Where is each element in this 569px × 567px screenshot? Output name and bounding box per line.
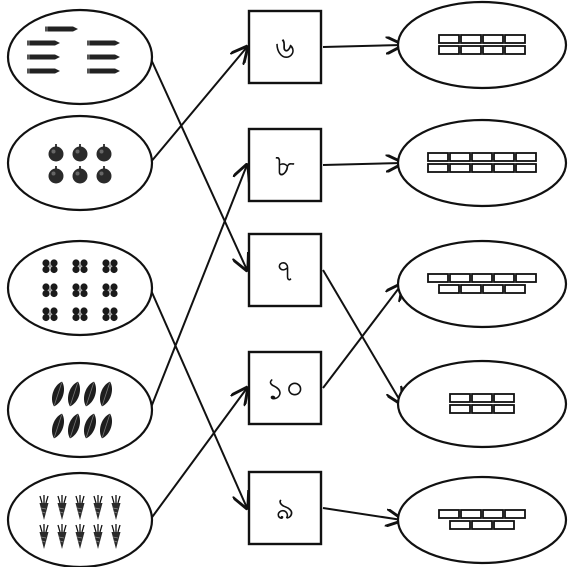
brick-icon	[449, 393, 471, 403]
brick-icon	[482, 45, 504, 55]
brick-icon	[460, 509, 482, 519]
right-group-oval	[396, 118, 568, 208]
brick-icon	[504, 284, 526, 294]
match-arrow	[149, 56, 247, 270]
brick-icon	[493, 152, 515, 162]
pencil-icon	[87, 54, 120, 60]
brick-icon	[515, 273, 537, 283]
brick-icon	[493, 404, 515, 414]
brick-icon	[449, 273, 471, 283]
pencil-icon	[87, 68, 120, 74]
brick-icon	[427, 152, 449, 162]
match-arrow	[322, 163, 402, 165]
brick-icon	[471, 152, 493, 162]
brick-icon	[449, 163, 471, 173]
brick-icon	[427, 273, 449, 283]
left-group-oval	[6, 471, 154, 567]
right-group-oval	[396, 0, 568, 90]
number-label: ৯	[275, 492, 294, 527]
brick-icon	[482, 284, 504, 294]
brick-icon	[493, 273, 515, 283]
match-arrow	[149, 47, 247, 164]
match-arrow	[149, 287, 247, 508]
brick-icon	[515, 163, 537, 173]
brick-icon	[449, 520, 471, 530]
brick-icon	[493, 393, 515, 403]
left-group-oval	[6, 114, 154, 212]
brick-icon	[504, 45, 526, 55]
brick-icon	[471, 404, 493, 414]
number-boxes: ৬ ৮ ৭ ১০ ৯	[247, 9, 323, 546]
match-arrow	[322, 45, 402, 47]
match-arrow	[322, 269, 402, 404]
number-label: ১০	[266, 372, 305, 407]
right-group-oval	[396, 239, 568, 329]
brick-icon	[471, 520, 493, 530]
left-ovals	[6, 8, 154, 567]
brick-icon	[504, 34, 526, 44]
brick-icon	[460, 45, 482, 55]
right-group-oval	[396, 475, 568, 565]
pencil-icon	[27, 54, 60, 60]
number-label: ৬	[275, 31, 295, 66]
number-box: ৭	[247, 232, 323, 308]
arrows-layer	[149, 45, 402, 521]
brick-icon	[471, 273, 493, 283]
brick-icon	[438, 34, 460, 44]
match-arrow	[322, 507, 402, 520]
brick-icon	[515, 152, 537, 162]
brick-icon	[471, 393, 493, 403]
brick-icon	[482, 34, 504, 44]
brick-icon	[482, 509, 504, 519]
left-group-oval	[6, 361, 154, 459]
brick-icon	[427, 163, 449, 173]
brick-icon	[449, 404, 471, 414]
brick-icon	[438, 509, 460, 519]
number-box: ৮	[247, 127, 323, 203]
brick-icon	[493, 520, 515, 530]
match-arrow	[149, 165, 247, 411]
brick-icon	[460, 284, 482, 294]
left-group-oval	[6, 239, 154, 337]
number-box: ৯	[247, 470, 323, 546]
brick-icon	[438, 45, 460, 55]
pencil-icon	[45, 26, 78, 32]
brick-icon	[493, 163, 515, 173]
brick-icon	[438, 284, 460, 294]
pencil-icon	[27, 68, 60, 74]
brick-icon	[460, 34, 482, 44]
brick-icon	[471, 163, 493, 173]
left-group-oval	[6, 8, 154, 106]
number-label: ৭	[275, 254, 295, 289]
right-group-oval	[396, 359, 568, 449]
number-box: ১০	[247, 350, 323, 426]
brick-icon	[504, 509, 526, 519]
number-box: ৬	[247, 9, 323, 85]
pencil-icon	[87, 40, 120, 46]
pencil-icon	[27, 40, 60, 46]
right-ovals	[396, 0, 568, 565]
brick-icon	[449, 152, 471, 162]
match-arrow	[149, 388, 247, 521]
number-label: ৮	[275, 149, 294, 184]
